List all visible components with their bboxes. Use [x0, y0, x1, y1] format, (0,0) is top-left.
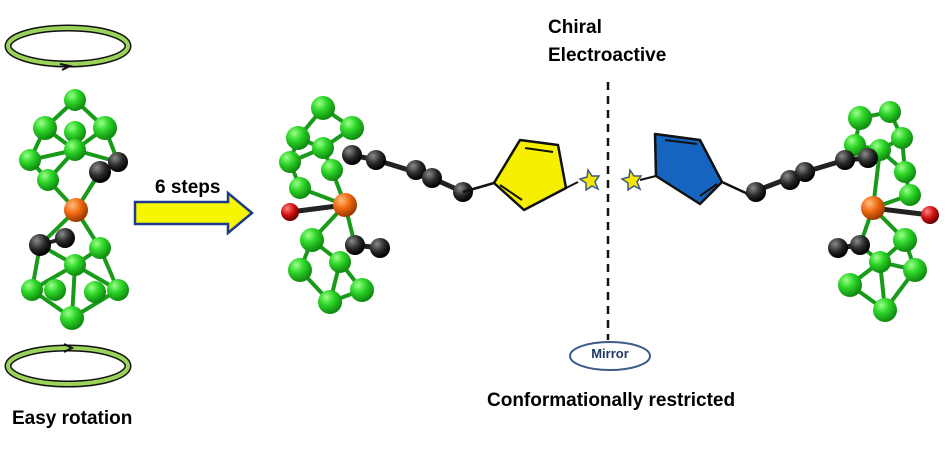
rotation-ring-bottom: [4, 343, 132, 388]
cyclopentene-ring-yellow: [462, 138, 579, 212]
stereocenter-star-left-icon: [578, 167, 601, 192]
ferracarborane-molecule-right-b: [745, 101, 939, 322]
easy-rotation-label: Easy rotation: [12, 408, 133, 429]
ferracarborane-molecule-left: [19, 89, 129, 330]
conformationally-restricted-label: Conformationally restricted: [487, 390, 736, 411]
stereocenter-star-right-icon: [620, 167, 643, 192]
reaction-arrow: [133, 190, 254, 236]
chiral-label: Chiral: [548, 17, 602, 38]
mirror-label-oval: [569, 341, 651, 371]
mirror-label: Mirror: [591, 346, 629, 361]
six-steps-label: 6 steps: [155, 177, 221, 198]
rotation-ring-top: [4, 24, 132, 71]
electroactive-label: Electroactive: [548, 45, 667, 66]
ferracarborane-molecule-right-a: [279, 96, 473, 314]
cyclopentene-ring-blue: [639, 132, 749, 206]
